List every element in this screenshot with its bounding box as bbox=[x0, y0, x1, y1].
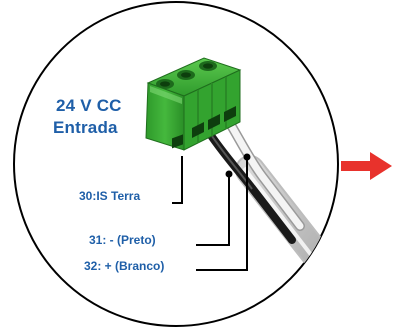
screw-holes bbox=[156, 61, 217, 89]
cable bbox=[235, 155, 337, 277]
zoom-circle bbox=[13, 1, 339, 327]
terminal-block-connector-icon bbox=[145, 57, 242, 151]
input-title-entrada: Entrada bbox=[53, 118, 118, 137]
leader-dot-31 bbox=[225, 170, 233, 178]
terminal-label-31: 31: - (Preto) bbox=[89, 233, 156, 247]
terminal-label-32: 32: + (Branco) bbox=[84, 259, 165, 273]
leader-line-30 bbox=[172, 156, 183, 204]
terminal-label-30: 30:IS Terra bbox=[79, 189, 141, 203]
right-arrow-icon bbox=[341, 152, 392, 180]
leader-line-31 bbox=[196, 174, 230, 246]
leader-dot-32 bbox=[243, 153, 251, 161]
leader-line-32 bbox=[196, 158, 248, 271]
input-title-voltage: 24 V CC bbox=[56, 96, 122, 115]
leader-lines bbox=[172, 156, 248, 271]
